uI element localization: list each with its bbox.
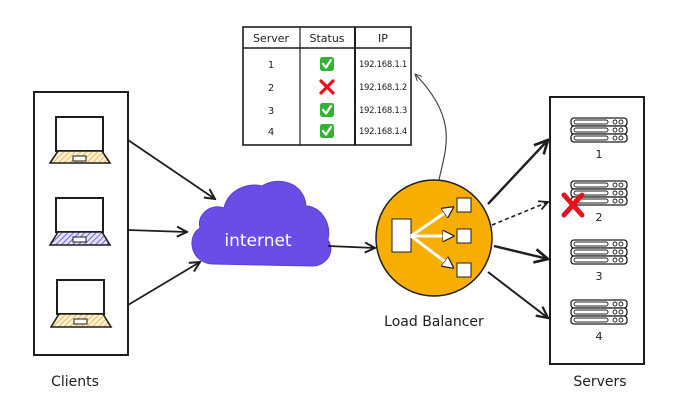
ip-address: 192.168.1.4 [359,127,407,137]
server-number: 4 [268,127,274,138]
server-number: 2 [268,83,274,94]
server-icon [570,239,628,265]
arrow-lb-to-server2-dashed [491,202,548,226]
table-header-ip: IP [378,32,388,45]
client-arrows [127,139,215,306]
server-number-label: 1 [596,148,603,161]
arrow-lb-to-server4 [487,271,548,318]
arrow-client2-to-internet [127,230,187,232]
check-icon [320,103,334,117]
arrow-lb-to-status-table [415,74,447,181]
clients-label: Clients [51,374,99,390]
server-icon [570,299,628,325]
servers-label: Servers [573,374,626,390]
table-row: 1 192.168.1.1 [268,57,407,71]
server-arrows [487,140,548,318]
internet-cloud: internet [191,180,332,267]
clients-panel: Clients [33,91,129,390]
ip-address: 192.168.1.1 [359,60,407,70]
server-number: 1 [268,60,274,71]
server-icon [570,180,628,206]
table-row: 3 192.168.1.3 [268,103,407,117]
server-rack: 1 [570,117,628,161]
server-rack: 2 [561,180,628,224]
ip-address: 192.168.1.3 [359,106,407,116]
servers-box [549,96,645,365]
status-table: Server Status IP 1 192.168.1.1 2 192.168.1.… [242,26,412,146]
arrow-client1-to-internet [127,139,215,199]
server-rack: 4 [570,299,628,343]
server-down-cross-icon [561,192,585,218]
laptop-icon [48,197,112,246]
load-balancer-label: Load Balancer [384,314,484,330]
arrow-lb-to-server3 [493,244,548,259]
server-icon [570,117,628,143]
table-row: 2 192.168.1.2 [268,79,407,95]
laptop-icon [49,279,113,328]
arrow-lb-to-server1 [487,140,548,205]
laptop-icon [48,116,112,164]
table-header-status: Status [309,32,344,45]
servers-panel: 1 2 3 4 Servers [549,96,645,390]
distribution-icon [391,197,472,278]
server-number-label: 2 [596,211,603,224]
table-row: 4 192.168.1.4 [268,124,407,138]
cloud-icon [191,180,332,267]
arrow-client3-to-internet [127,262,200,306]
table-header-server: Server [253,32,290,45]
server-number-label: 3 [596,270,603,283]
server-number: 3 [268,106,274,117]
internet-label: internet [224,231,292,251]
cross-icon [319,79,335,95]
load-balancer: Load Balancer [375,179,493,330]
check-icon [320,124,334,138]
server-number-label: 4 [596,330,603,343]
ip-address: 192.168.1.2 [359,83,407,93]
arrow-internet-to-lb [327,246,375,248]
clients-box [33,91,129,356]
server-rack: 3 [570,239,628,283]
check-icon [320,57,334,71]
